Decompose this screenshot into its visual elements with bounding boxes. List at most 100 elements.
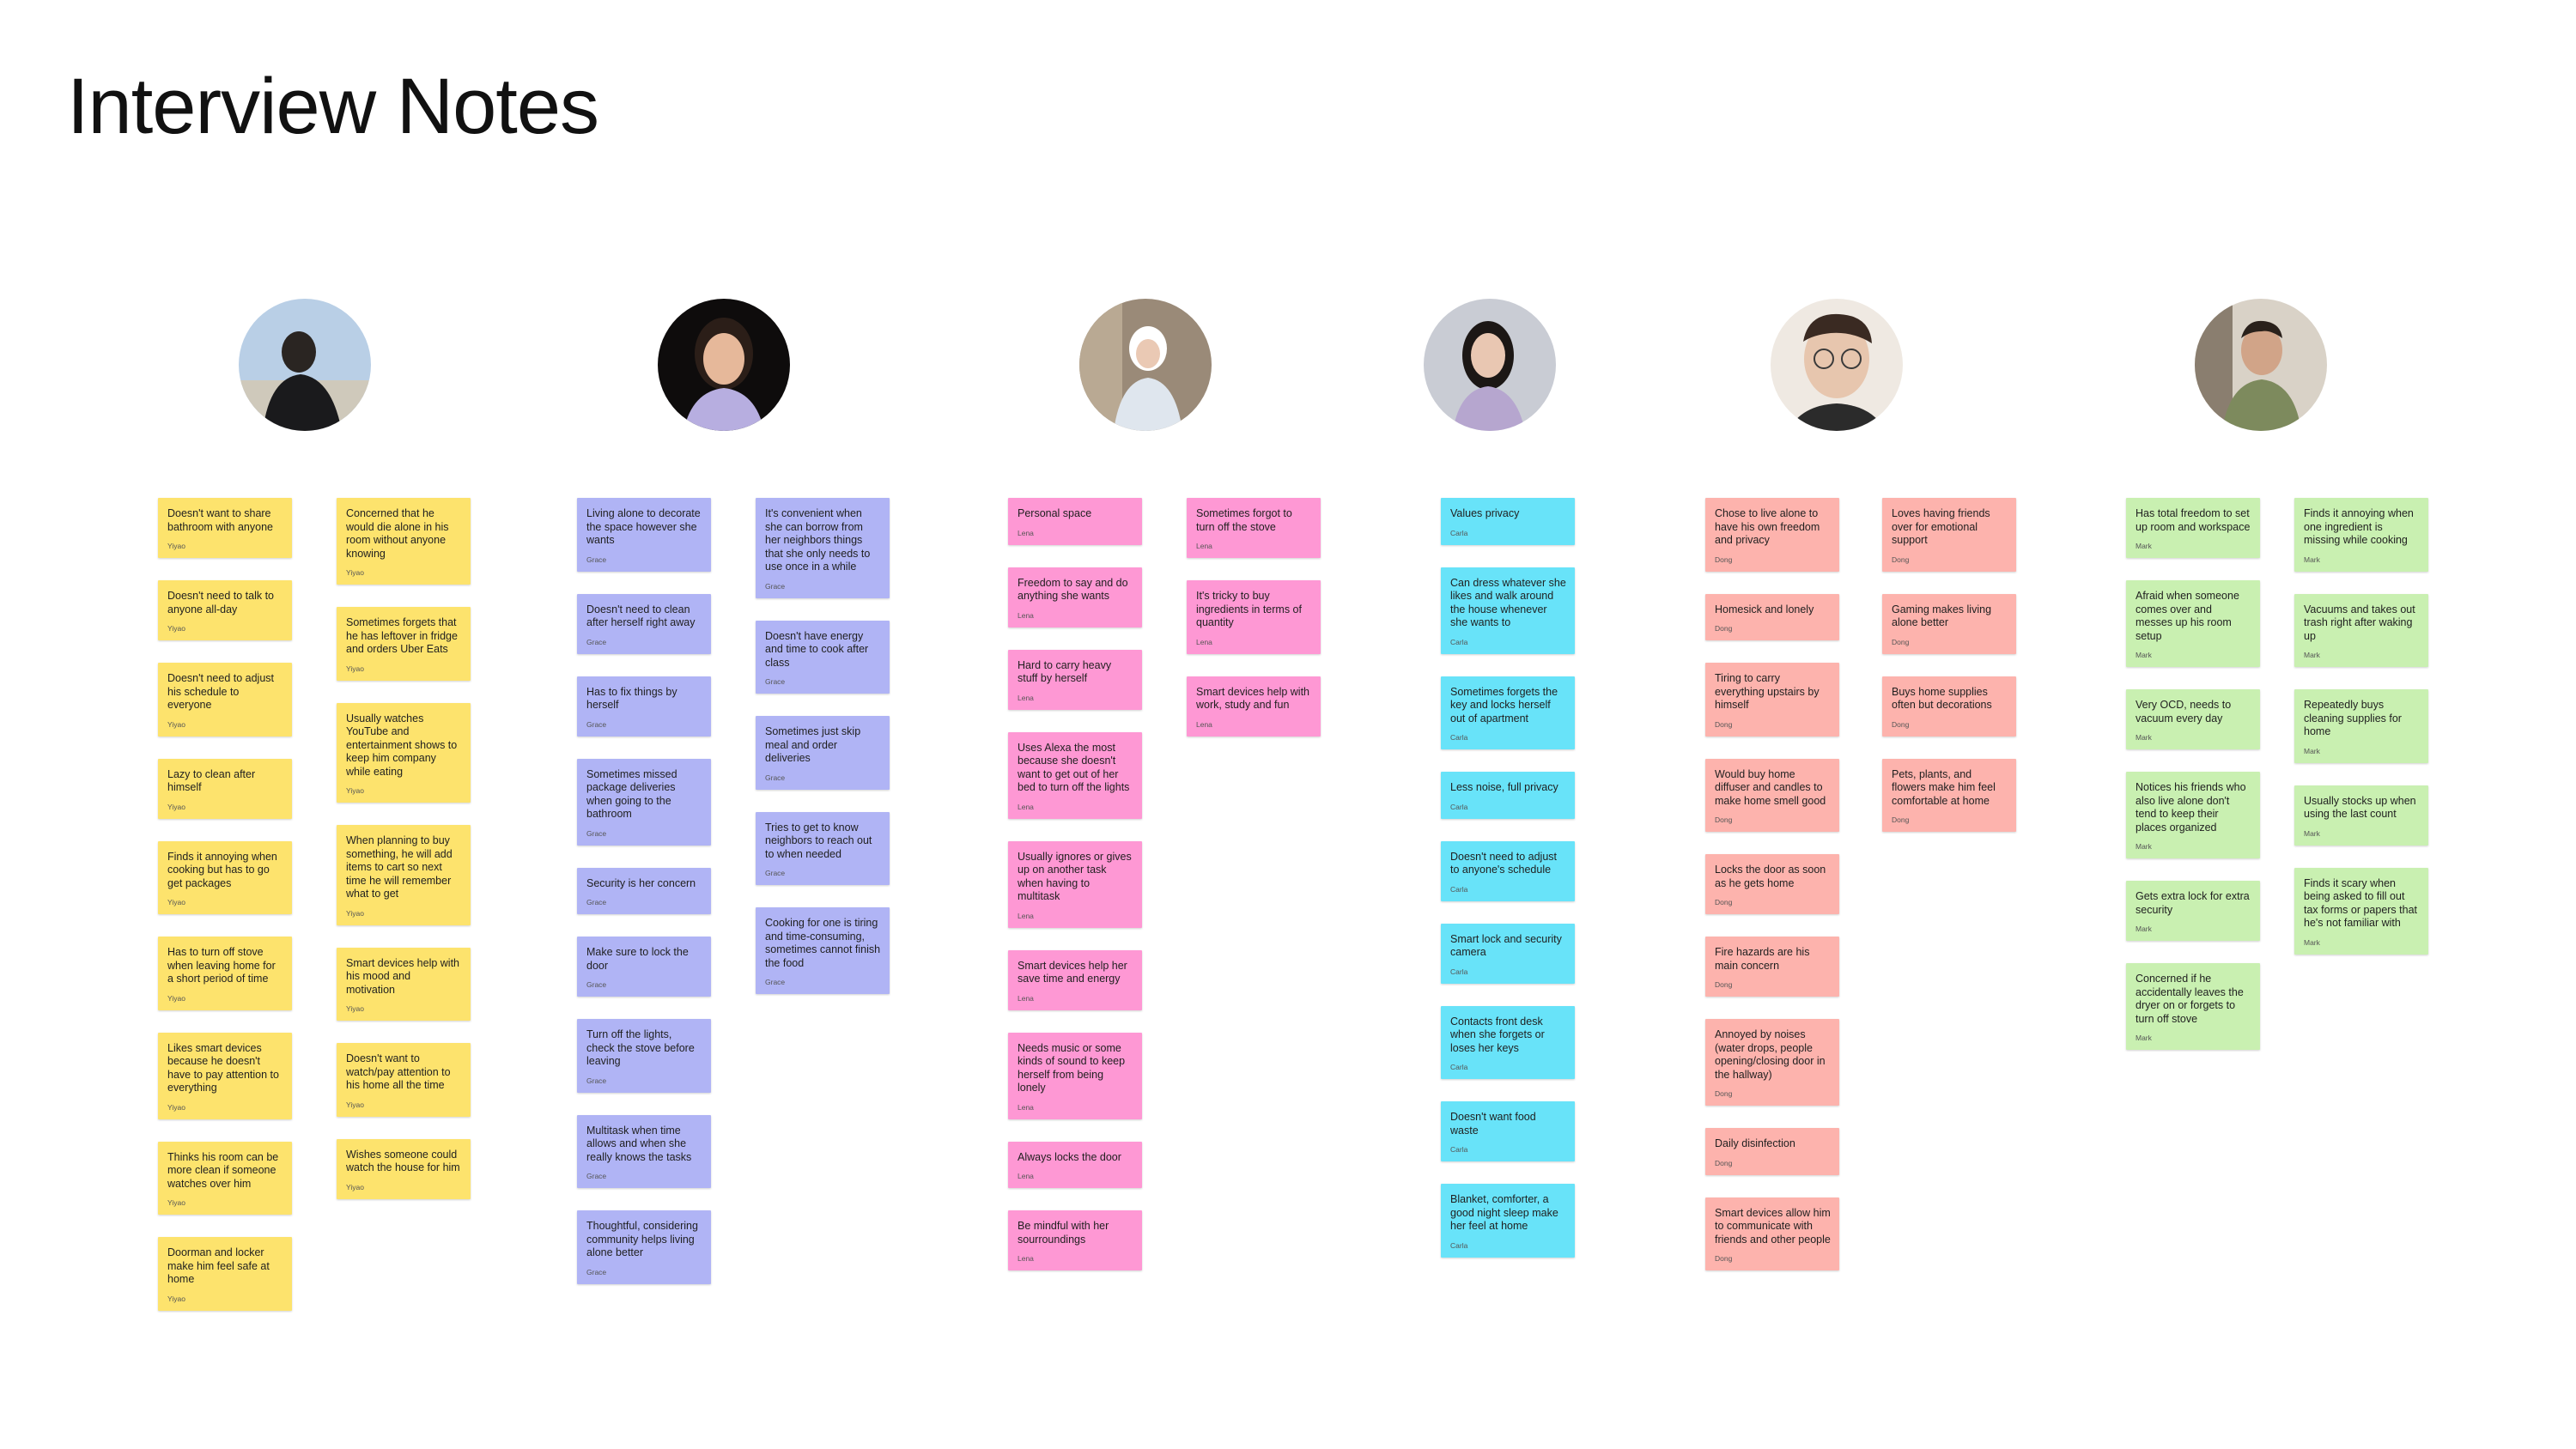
sticky-note[interactable]: Smart devices help her save time and ene… [1008, 949, 1142, 1010]
sticky-note[interactable]: Doesn't need to adjust to anyone's sched… [1441, 840, 1575, 901]
sticky-note-text: Usually stocks up when using the last co… [2304, 794, 2416, 821]
sticky-note-author: Yiyao [167, 898, 185, 906]
sticky-note-text: Repeatedly buys cleaning supplies for ho… [2304, 699, 2402, 737]
sticky-note[interactable]: Doorman and locker make him feel safe at… [158, 1237, 292, 1311]
sticky-note-author: Yiyao [346, 1182, 364, 1191]
sticky-note[interactable]: Concerned if he accidentally leaves the … [2126, 963, 2260, 1050]
sticky-note[interactable]: Doesn't want to watch/pay attention to h… [337, 1043, 471, 1117]
sticky-note-author: Dong [1892, 555, 1910, 564]
sticky-note[interactable]: Buys home supplies often but decorations… [1882, 676, 2016, 737]
sticky-note-text: Blanket, comforter, a good night sleep m… [1450, 1193, 1558, 1232]
sticky-note[interactable]: Thoughtful, considering community helps … [577, 1210, 711, 1284]
sticky-note[interactable]: Sometimes forgets that he has leftover i… [337, 607, 471, 681]
sticky-note[interactable]: Doesn't need to adjust his schedule to e… [158, 663, 292, 737]
sticky-note[interactable]: Notices his friends who also live alone … [2126, 772, 2260, 858]
sticky-note-author: Yiyao [167, 719, 185, 729]
avatar-photo-icon [239, 299, 371, 431]
sticky-note[interactable]: Would buy home diffuser and candles to m… [1705, 758, 1839, 832]
sticky-note[interactable]: Multitask when time allows and when she … [577, 1114, 711, 1188]
sticky-note[interactable]: Finds it annoying when cooking but has t… [158, 840, 292, 914]
sticky-note[interactable]: Thinks his room can be more clean if som… [158, 1141, 292, 1215]
sticky-note[interactable]: Needs music or some kinds of sound to ke… [1008, 1032, 1142, 1119]
avatar-carla [1424, 299, 1556, 431]
sticky-note[interactable]: Likes smart devices because he doesn't h… [158, 1032, 292, 1119]
sticky-note[interactable]: Has total freedom to set up room and wor… [2126, 498, 2260, 558]
sticky-note[interactable]: Sometimes just skip meal and order deliv… [756, 716, 890, 790]
sticky-note[interactable]: Tiring to carry everything upstairs by h… [1705, 663, 1839, 737]
sticky-note[interactable]: Blanket, comforter, a good night sleep m… [1441, 1184, 1575, 1258]
sticky-note-author: Carla [1450, 528, 1468, 537]
sticky-note[interactable]: Sometimes missed package deliveries when… [577, 758, 711, 846]
note-column: Living alone to decorate the space howev… [577, 498, 711, 1307]
sticky-note-author: Mark [2136, 925, 2152, 933]
sticky-note[interactable]: Tries to get to know neighbors to reach … [756, 811, 890, 885]
sticky-note[interactable]: Smart devices help with his mood and mot… [337, 947, 471, 1021]
sticky-note-author: Grace [586, 1267, 607, 1276]
sticky-note[interactable]: Finds it annoying when one ingredient is… [2294, 498, 2428, 572]
sticky-note[interactable]: Can dress whatever she likes and walk ar… [1441, 567, 1575, 654]
sticky-note-text: Gaming makes living alone better [1892, 603, 1992, 629]
sticky-note[interactable]: Cooking for one is tiring and time-consu… [756, 907, 890, 994]
sticky-note[interactable]: Usually stocks up when using the last co… [2294, 785, 2428, 846]
sticky-note[interactable]: Freedom to say and do anything she wants… [1008, 567, 1142, 627]
sticky-note[interactable]: Uses Alexa the most because she doesn't … [1008, 731, 1142, 819]
sticky-note-author: Carla [1450, 1145, 1468, 1154]
sticky-note[interactable]: Annoyed by noises (water drops, people o… [1705, 1019, 1839, 1106]
sticky-note[interactable]: Contacts front desk when she forgets or … [1441, 1005, 1575, 1079]
sticky-note[interactable]: Afraid when someone comes over and messe… [2126, 580, 2260, 667]
sticky-note[interactable]: Concerned that he would die alone in his… [337, 498, 471, 585]
sticky-note-author: Lena [1196, 542, 1212, 550]
sticky-note-author: Yiyao [346, 908, 364, 918]
sticky-note[interactable]: Repeatedly buys cleaning supplies for ho… [2294, 689, 2428, 763]
sticky-note[interactable]: Living alone to decorate the space howev… [577, 498, 711, 572]
sticky-note[interactable]: Finds it scary when being asked to fill … [2294, 867, 2428, 955]
sticky-note[interactable]: Smart devices help with work, study and … [1187, 676, 1321, 737]
sticky-note-text: Concerned that he would die alone in his… [346, 507, 449, 560]
sticky-note[interactable]: Doesn't want to share bathroom with anyo… [158, 498, 292, 558]
sticky-note-text: Buys home supplies often but decorations [1892, 685, 1992, 712]
sticky-note[interactable]: Has to turn off stove when leaving home … [158, 937, 292, 1010]
sticky-note[interactable]: Wishes someone could watch the house for… [337, 1138, 471, 1199]
sticky-note[interactable]: When planning to buy something, he will … [337, 825, 471, 925]
avatar-photo-icon [2195, 299, 2327, 431]
sticky-note[interactable]: Usually ignores or gives up on another t… [1008, 840, 1142, 928]
sticky-note[interactable]: Doesn't need to clean after herself righ… [577, 593, 711, 654]
sticky-note[interactable]: Pets, plants, and flowers make him feel … [1882, 758, 2016, 832]
sticky-note[interactable]: Sometimes forgets the key and locks hers… [1441, 676, 1575, 749]
sticky-note[interactable]: Chose to live alone to have his own free… [1705, 498, 1839, 572]
sticky-note[interactable]: Loves having friends over for emotional … [1882, 498, 2016, 572]
sticky-note[interactable]: Turn off the lights, check the stove bef… [577, 1019, 711, 1093]
sticky-note[interactable]: It's convenient when she can borrow from… [756, 498, 890, 598]
sticky-note[interactable]: Usually watches YouTube and entertainmen… [337, 702, 471, 803]
sticky-note[interactable]: It's tricky to buy ingredients in terms … [1187, 580, 1321, 654]
sticky-note[interactable]: Smart devices allow him to communicate w… [1705, 1197, 1839, 1270]
sticky-note[interactable]: Vacuums and takes out trash right after … [2294, 593, 2428, 667]
sticky-note-author: Mark [2136, 1034, 2152, 1042]
sticky-note-text: Needs music or some kinds of sound to ke… [1018, 1041, 1126, 1094]
sticky-note-author: Grace [586, 637, 607, 646]
sticky-note[interactable]: Doesn't have energy and time to cook aft… [756, 620, 890, 694]
sticky-note-author: Dong [1715, 980, 1733, 989]
